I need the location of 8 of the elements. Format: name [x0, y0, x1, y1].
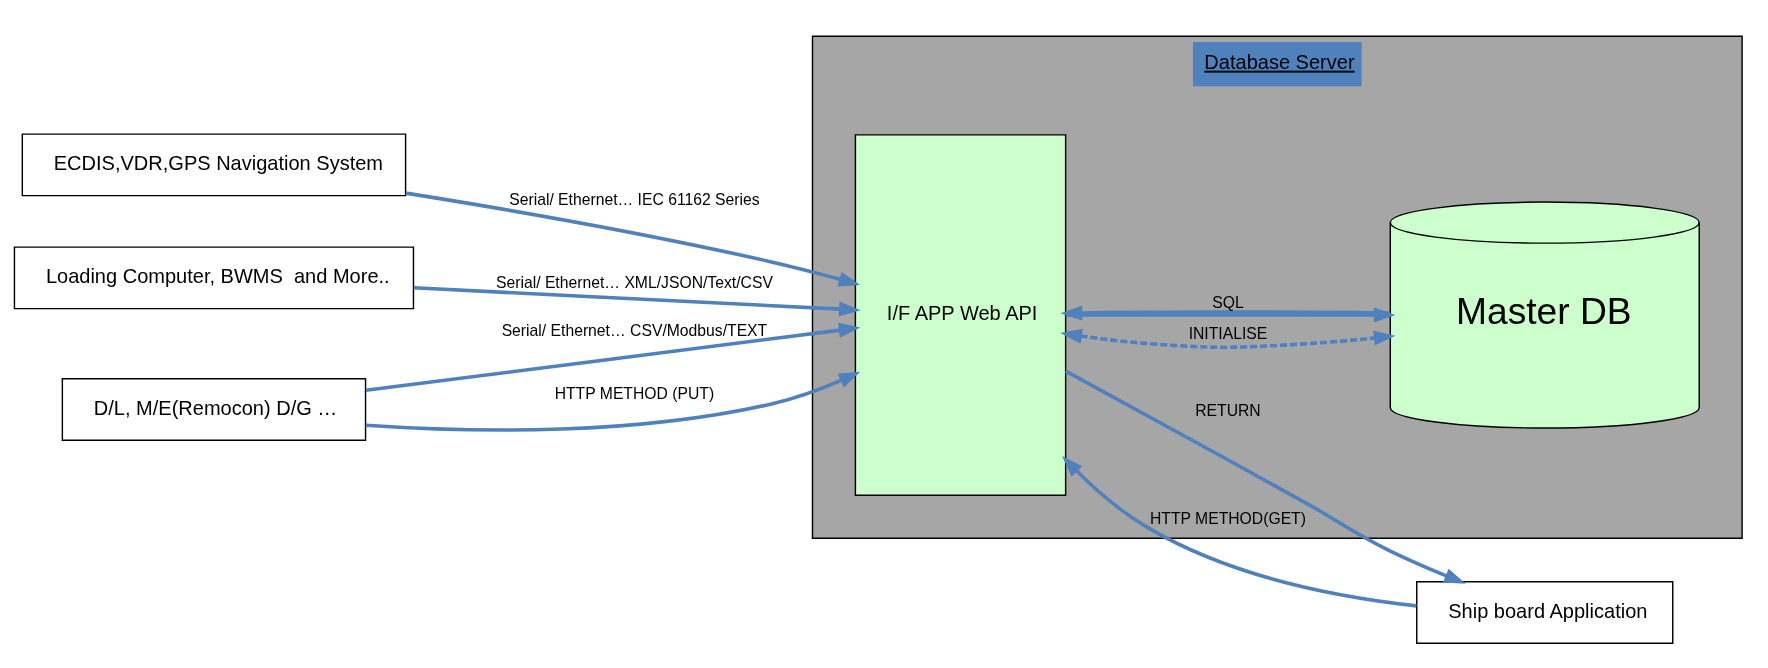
edge-label: SQL: [1212, 293, 1244, 311]
edge-label: HTTP METHOD(GET): [1149, 509, 1306, 527]
edge-label: INITIALISE: [1188, 325, 1268, 343]
edge-label: Serial/ Ethernet… CSV/Modbus/TEXT: [501, 322, 768, 340]
edge-label: Serial/ Ethernet… IEC 61162 Series: [509, 190, 760, 208]
edge-label: Serial/ Ethernet… XML/JSON/Text/CSV: [495, 273, 773, 291]
edge-label: HTTP METHOD (PUT): [554, 385, 715, 403]
edge-label: RETURN: [1195, 402, 1261, 420]
